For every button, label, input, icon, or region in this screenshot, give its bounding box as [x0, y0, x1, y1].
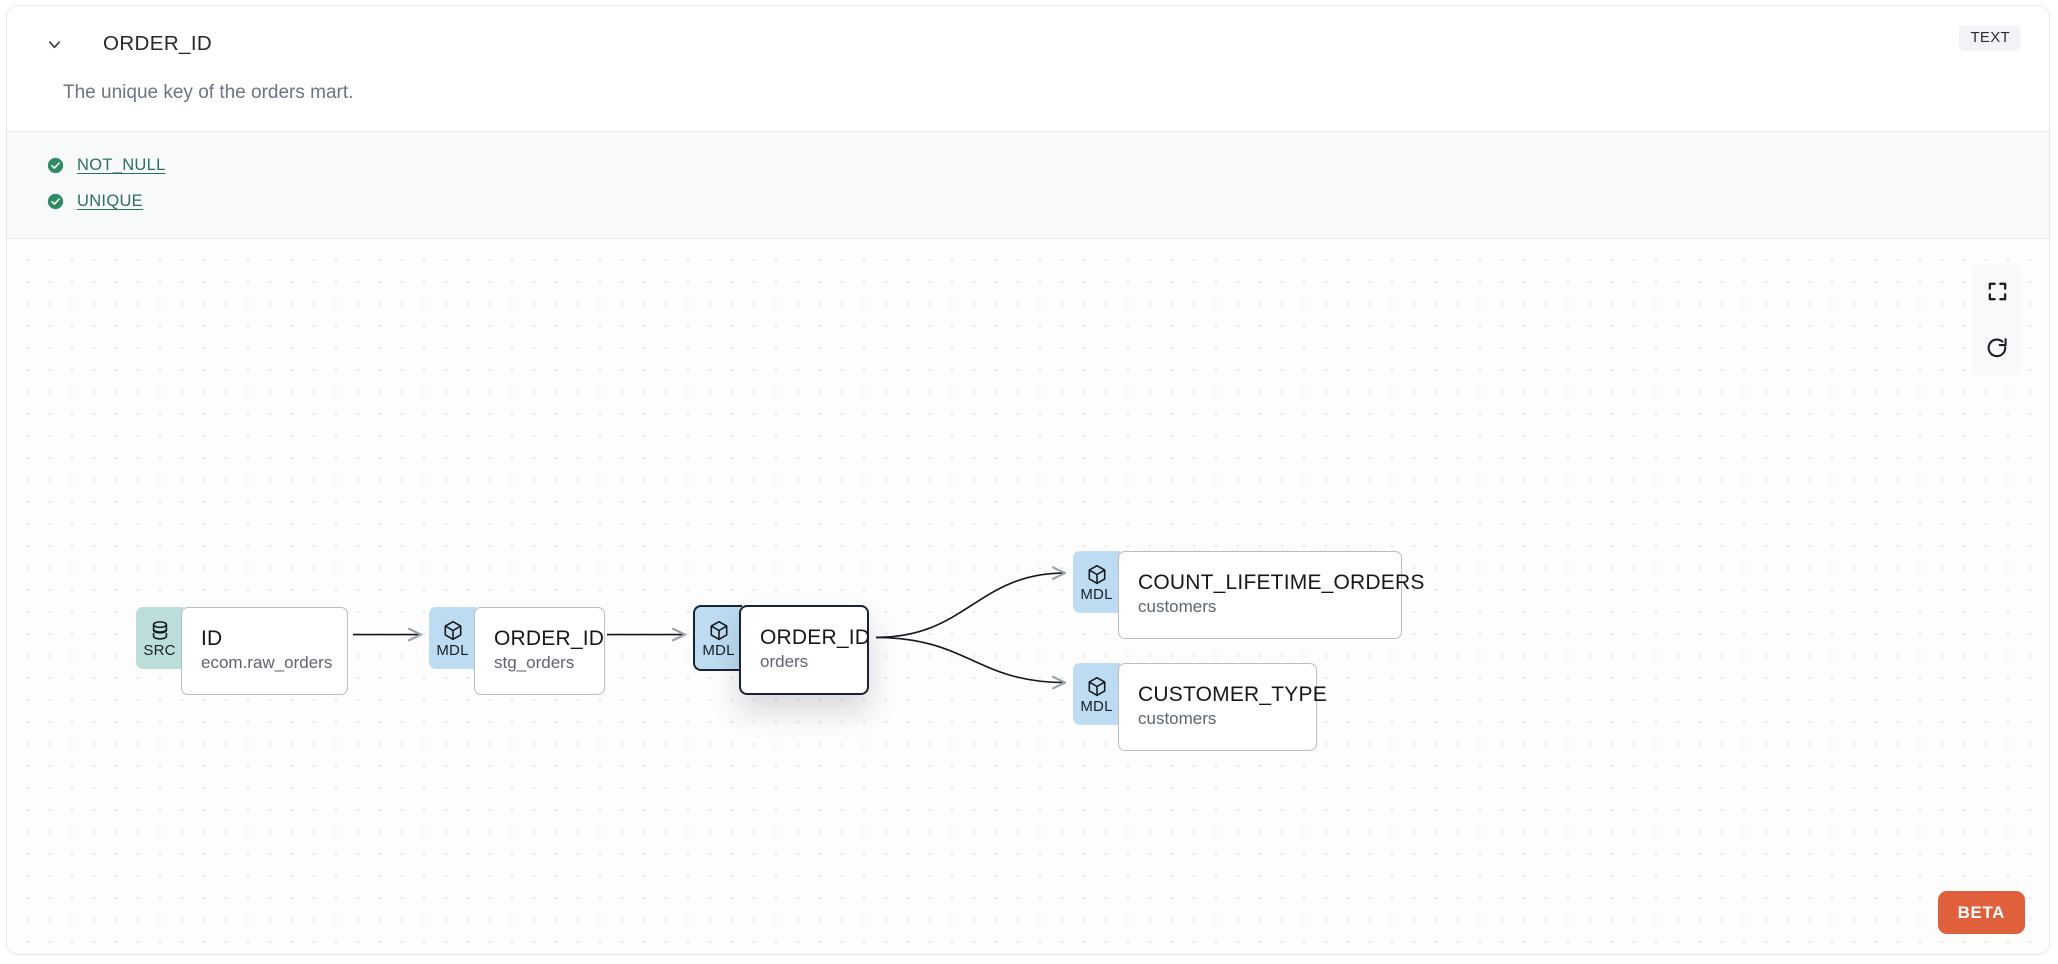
node-type-badge-mdl: MDL [429, 606, 476, 669]
badge-label: SRC [143, 642, 176, 660]
lineage-node-stg-orders[interactable]: MDL ORDER_ID stg_orders [429, 606, 605, 695]
fullscreen-icon [1988, 282, 2006, 301]
node-card[interactable]: ID ecom.raw_orders [181, 606, 348, 695]
cube-icon [710, 621, 727, 641]
lineage-node-count-lifetime-orders[interactable]: MDL COUNT_LIFETIME_ORDERS customers [1073, 550, 1425, 639]
cube-icon [1088, 565, 1105, 585]
node-card[interactable]: ORDER_ID stg_orders [474, 606, 605, 695]
header-row: ORDER_ID [35, 28, 2021, 60]
lineage-canvas[interactable]: SRC ID ecom.raw_orders [7, 238, 2049, 954]
badge-label: MDL [1080, 586, 1113, 604]
node-subtitle: ecom.raw_orders [201, 653, 333, 673]
cube-icon [1088, 677, 1105, 697]
fit-view-button[interactable] [1971, 264, 2023, 319]
node-card[interactable]: COUNT_LIFETIME_ORDERS customers [1118, 550, 1425, 639]
check-circle-icon [47, 194, 64, 210]
page-title: ORDER_ID [103, 32, 213, 55]
node-name: COUNT_LIFETIME_ORDERS [1138, 571, 1425, 595]
lineage-flow: SRC ID ecom.raw_orders [7, 239, 2049, 954]
test-row[interactable]: NOT_NULL [7, 148, 2049, 184]
cube-icon [444, 621, 461, 641]
lineage-node-orders-selected[interactable]: MDL ORDER_ID orders [693, 604, 871, 695]
panel-header: ORDER_ID TEXT The unique key of the orde… [7, 6, 2049, 131]
tests-section: NOT_NULL UNIQUE [7, 130, 2049, 239]
test-link-unique[interactable]: UNIQUE [77, 192, 143, 211]
node-card[interactable]: ORDER_ID orders [739, 604, 871, 695]
node-name: ORDER_ID [494, 627, 605, 651]
node-type-badge-mdl: MDL [693, 604, 742, 671]
badge-label: MDL [436, 642, 469, 660]
test-link-not-null[interactable]: NOT_NULL [77, 156, 166, 175]
node-subtitle: orders [760, 652, 809, 672]
node-subtitle: customers [1138, 709, 1217, 729]
column-detail-panel: ORDER_ID TEXT The unique key of the orde… [6, 5, 2050, 955]
canvas-controls [1971, 264, 2023, 375]
node-type-badge-mdl: MDL [1073, 550, 1120, 613]
column-description: The unique key of the orders mart. [63, 82, 354, 103]
node-card[interactable]: CUSTOMER_TYPE customers [1118, 662, 1327, 751]
database-icon [152, 621, 167, 640]
reset-button[interactable] [1971, 320, 2023, 375]
badge-label: MDL [702, 642, 735, 660]
node-subtitle: customers [1138, 597, 1217, 617]
edge-bezier [875, 566, 1067, 638]
node-name: ID [201, 627, 223, 651]
chevron-down-icon[interactable] [39, 29, 69, 59]
refresh-icon [1987, 337, 2007, 357]
badge-label: MDL [1080, 698, 1113, 716]
lineage-node-customer-type[interactable]: MDL CUSTOMER_TYPE customers [1073, 662, 1327, 751]
node-type-badge-mdl: MDL [1073, 662, 1120, 725]
node-type-badge-src: SRC [136, 606, 183, 669]
node-name: CUSTOMER_TYPE [1138, 683, 1327, 707]
lineage-edges [353, 566, 1067, 690]
test-row[interactable]: UNIQUE [7, 184, 2049, 220]
column-type-badge: TEXT [1959, 25, 2021, 51]
lineage-node-id[interactable]: SRC ID ecom.raw_orders [136, 606, 348, 695]
edge-bezier [875, 636, 1067, 690]
node-subtitle: stg_orders [494, 653, 575, 673]
check-circle-icon [47, 158, 64, 174]
beta-badge[interactable]: BETA [1937, 891, 2025, 934]
node-name: ORDER_ID [760, 626, 871, 650]
